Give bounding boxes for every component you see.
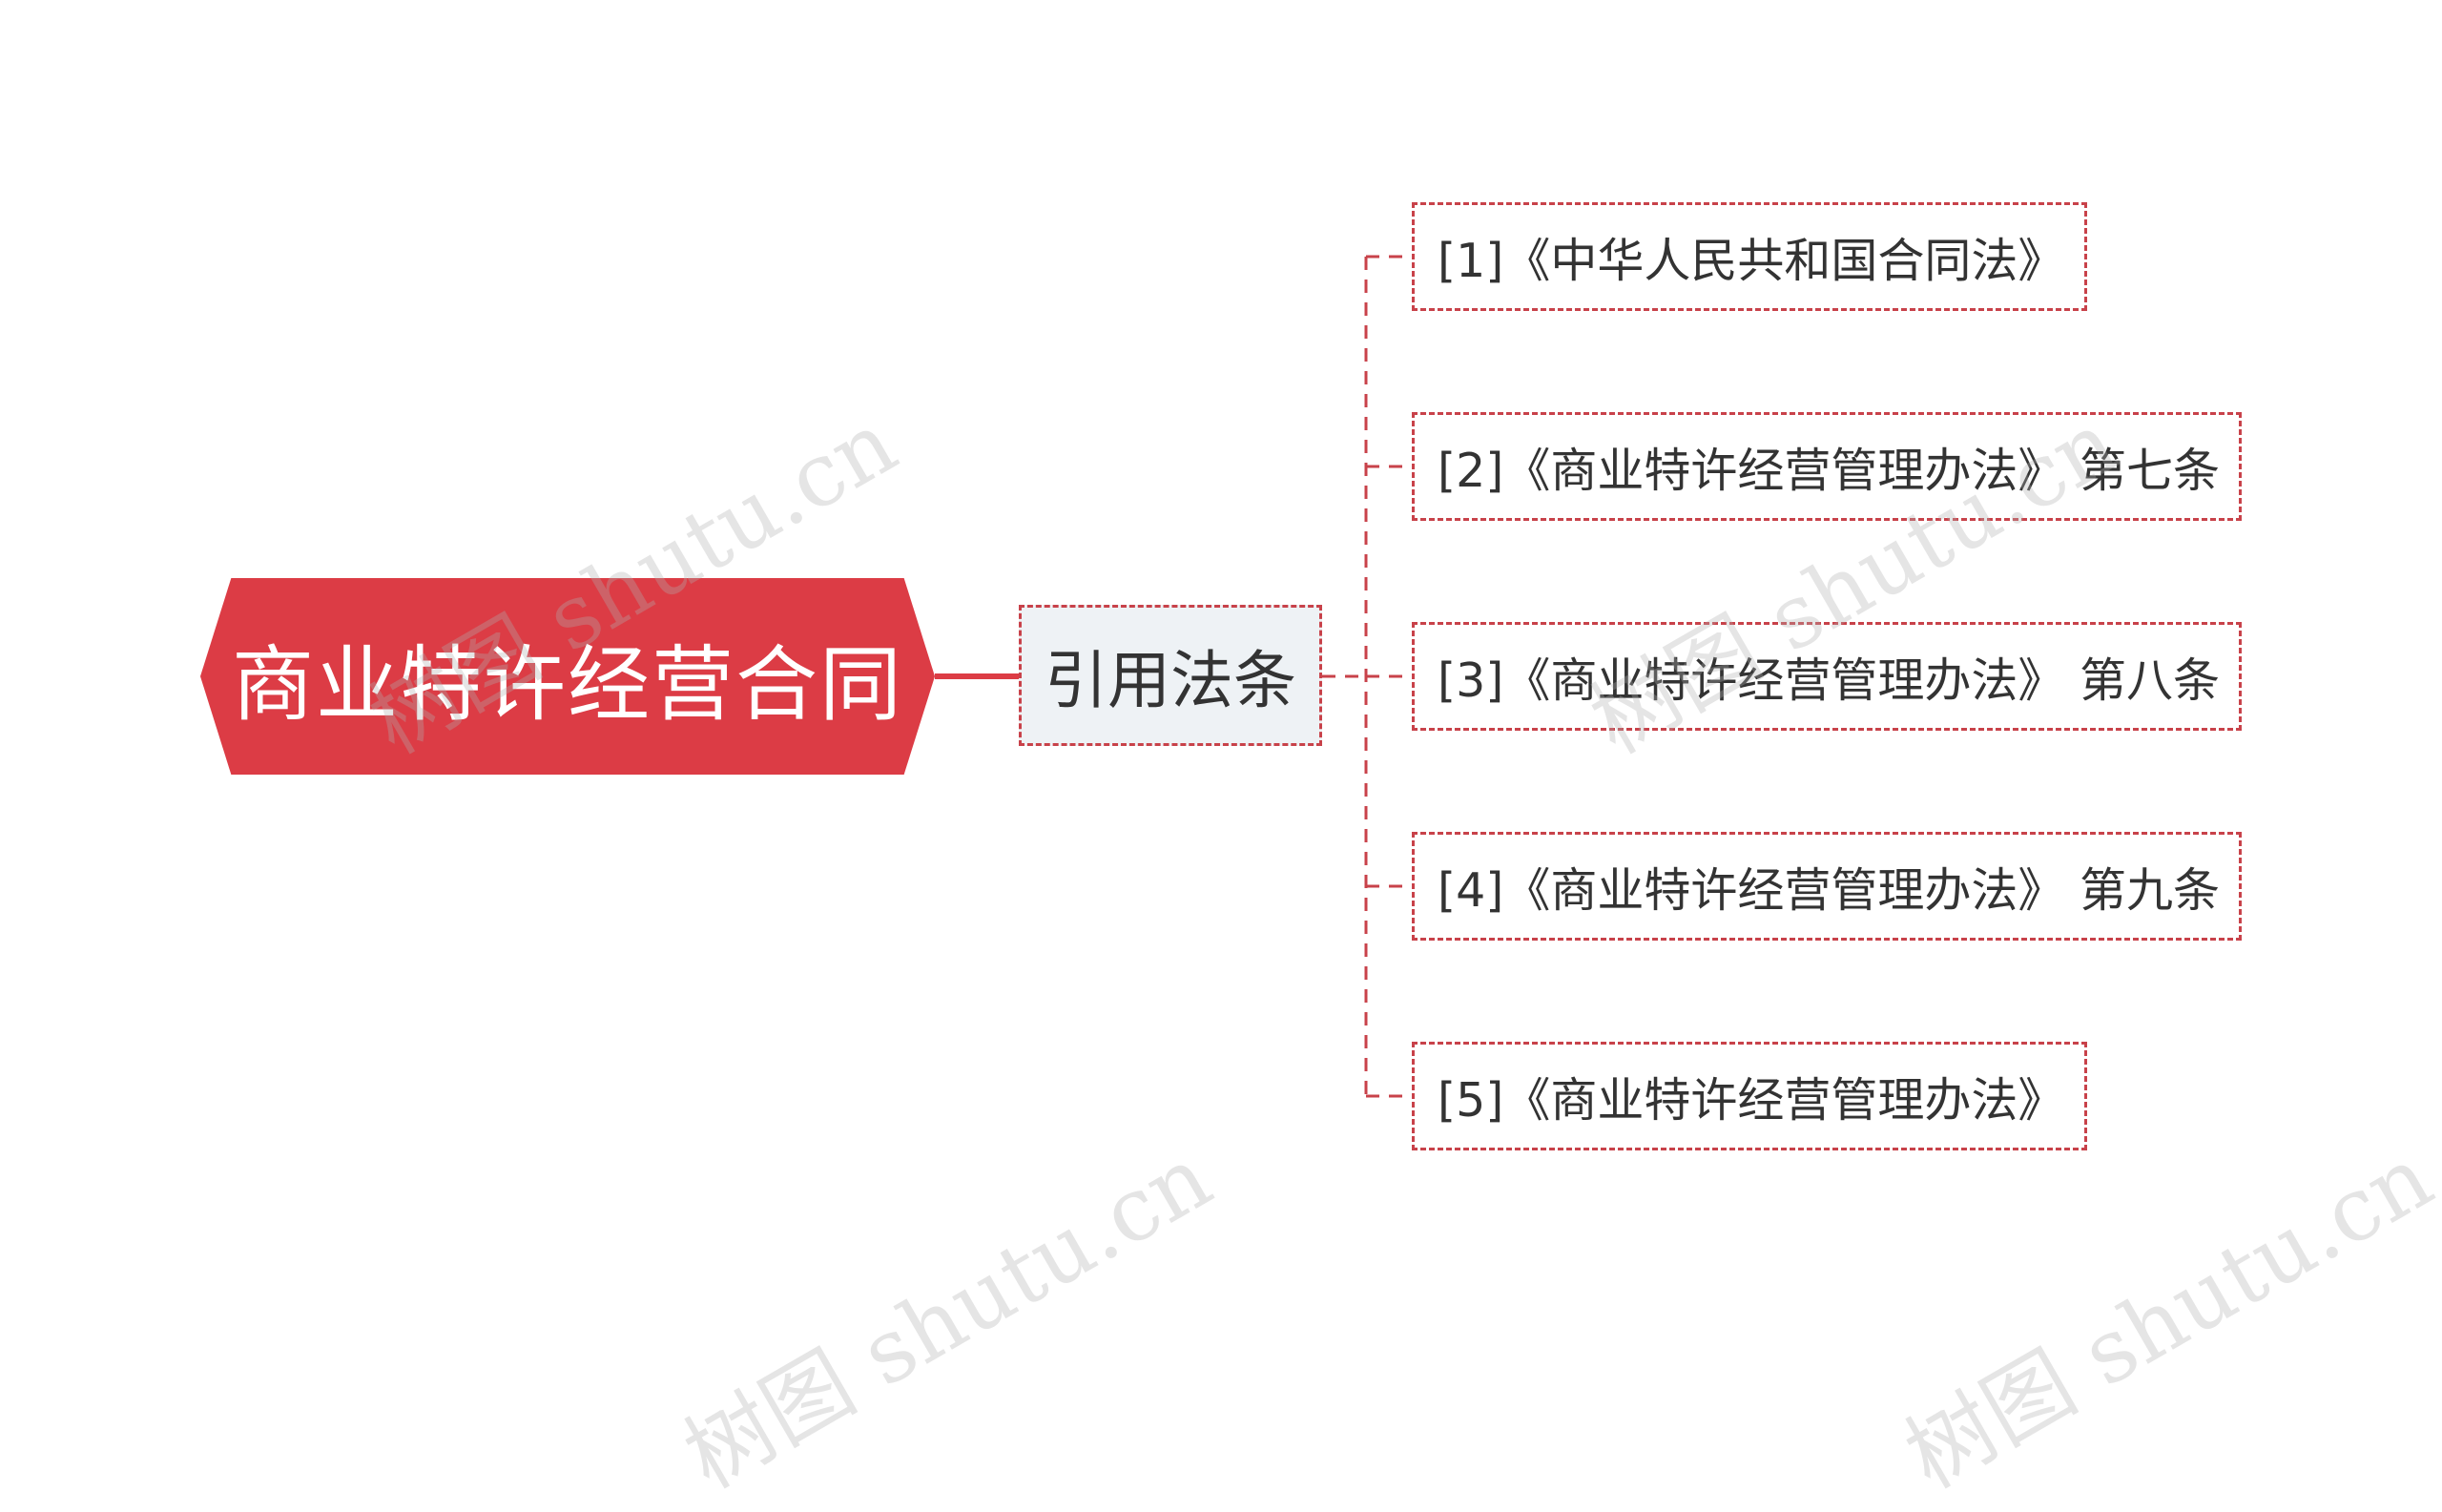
branch-topic-label: 引用法条 <box>1045 644 1296 717</box>
leaf-topic-label: [5]《商业特许经营管理办法》 <box>1438 1072 2065 1128</box>
leaf-topic-label: [4]《商业特许经营管理办法》 第九条 <box>1438 862 2220 918</box>
branch-topic-node[interactable]: 引用法条 <box>1019 605 1322 746</box>
mind-map-canvas: 商业特许经营合同 引用法条 [1]《中华人民共和国合同法》 [2]《商业特许经营… <box>200 202 2442 1508</box>
leaf-topic-label: [1]《中华人民共和国合同法》 <box>1438 233 2065 288</box>
leaf-topic-node-3[interactable]: [3]《商业特许经营管理办法》 第八条 <box>1412 622 2242 731</box>
leaf-topic-node-5[interactable]: [5]《商业特许经营管理办法》 <box>1412 1042 2087 1150</box>
leaf-topic-node-1[interactable]: [1]《中华人民共和国合同法》 <box>1412 202 2087 311</box>
leaf-topic-label: [3]《商业特许经营管理办法》 第八条 <box>1438 652 2220 708</box>
leaf-topic-node-4[interactable]: [4]《商业特许经营管理办法》 第九条 <box>1412 832 2242 941</box>
leaf-topic-node-2[interactable]: [2]《商业特许经营管理办法》 第七条 <box>1412 412 2242 521</box>
root-topic-node[interactable]: 商业特许经营合同 <box>200 578 935 775</box>
connector-lines <box>935 255 1412 1098</box>
root-topic-label: 商业特许经营合同 <box>232 636 903 733</box>
leaf-topic-label: [2]《商业特许经营管理办法》 第七条 <box>1438 443 2220 498</box>
